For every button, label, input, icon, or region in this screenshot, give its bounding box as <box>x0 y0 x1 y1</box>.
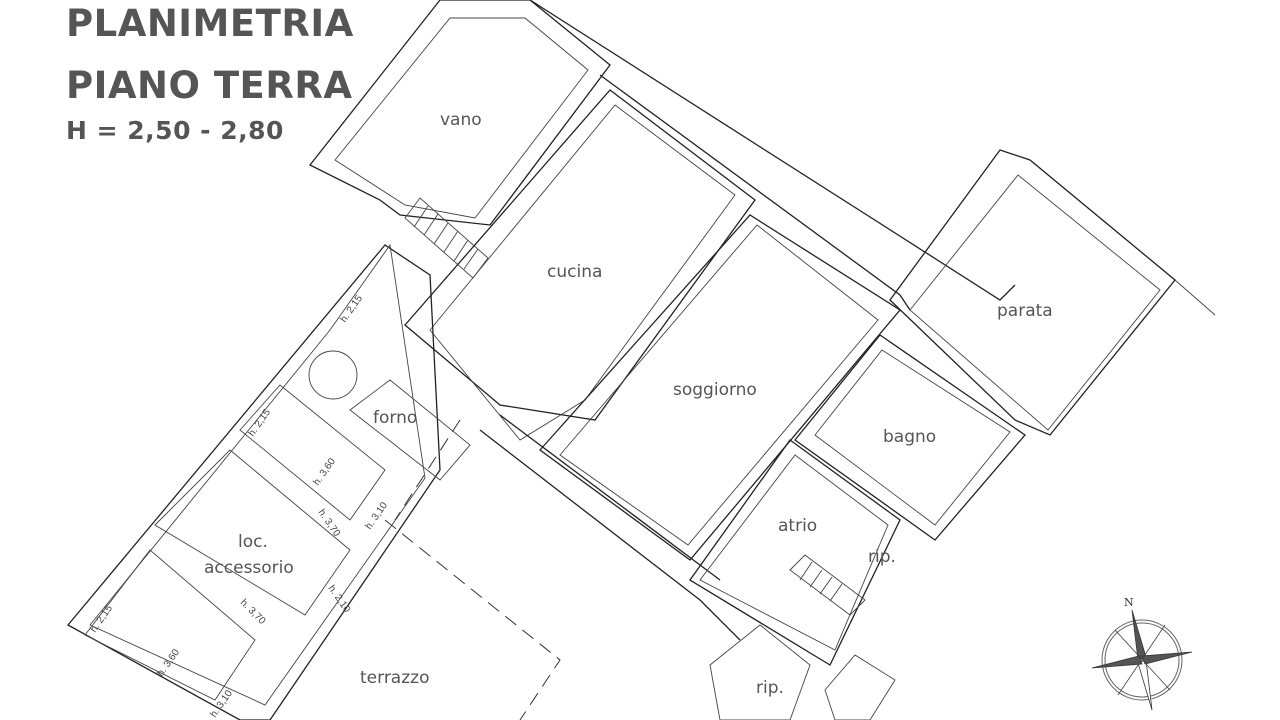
wall-atrio <box>689 439 901 666</box>
room-label-rip-1: rip. <box>868 547 896 567</box>
room-label-terrazzo: terrazzo <box>360 668 429 688</box>
wall-parata <box>889 149 1216 436</box>
room-label-accessorio: accessorio <box>204 558 294 578</box>
height-label: h. 2,15 <box>246 407 273 439</box>
wall-bagno <box>794 334 1026 541</box>
compass-rose-icon: N <box>1091 596 1193 711</box>
terrazzo-outline <box>384 519 561 720</box>
plan-subtitle: PIANO TERRA <box>66 64 353 107</box>
room-label-parata: parata <box>997 301 1053 321</box>
room-label-forno: forno <box>373 408 417 428</box>
room-label-vano: vano <box>440 110 482 130</box>
height-label: h. 3,70 <box>238 597 268 627</box>
compass-north-label: N <box>1124 596 1134 609</box>
room-label-rip-2: rip. <box>756 678 784 698</box>
wall-vano <box>308 0 611 226</box>
height-label: h. 3,10 <box>363 500 390 532</box>
wall-left-wing <box>66 243 471 720</box>
room-label-soggiorno: soggiorno <box>673 380 757 400</box>
plan-title: PLANIMETRIA <box>66 2 354 45</box>
height-label: h. 2,15 <box>338 293 365 325</box>
wall-rip <box>709 624 896 720</box>
outer-wall <box>479 0 1016 641</box>
room-label-atrio: atrio <box>778 516 817 536</box>
room-label-bagno: bagno <box>883 427 936 447</box>
height-label: h. 3,60 <box>311 456 338 488</box>
wall-cucina <box>404 89 756 441</box>
room-label-loc: loc. <box>238 532 268 552</box>
height-label: h. 3,60 <box>155 647 182 679</box>
height-label: h. 2,10 <box>326 583 353 615</box>
room-label-cucina: cucina <box>547 262 602 282</box>
plan-height: H = 2,50 - 2,80 <box>66 116 284 145</box>
height-label: h. 3,70 <box>316 507 343 539</box>
stairs <box>404 197 489 279</box>
